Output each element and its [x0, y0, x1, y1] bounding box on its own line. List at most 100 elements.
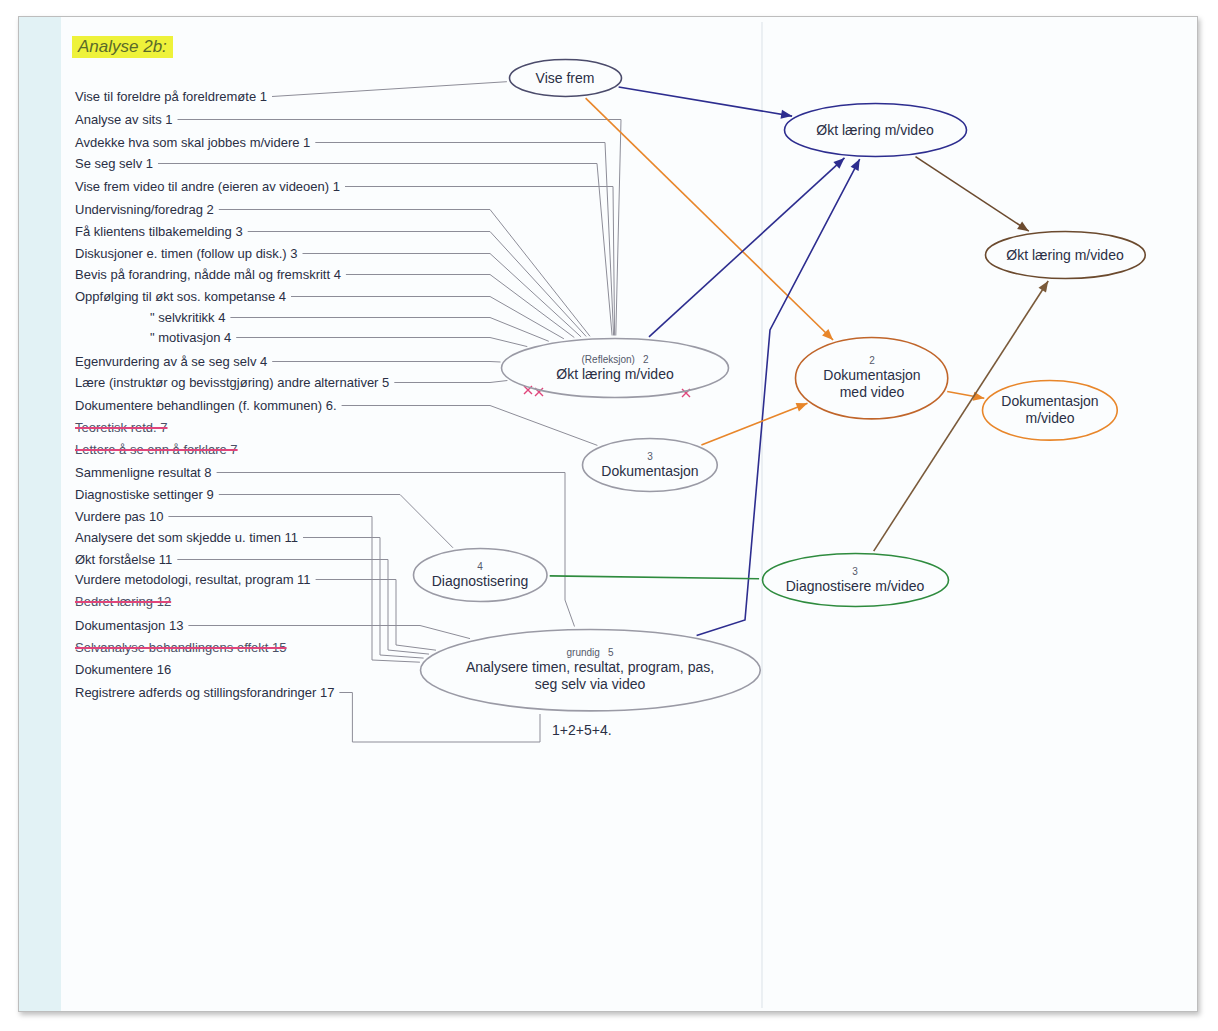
arrowhead [796, 403, 808, 411]
ellipse-node: 3Diagnostisere m/video [761, 552, 950, 608]
list-item: Diskusjoner e. timen (follow up disk.) 3 [75, 245, 298, 262]
struck-item: Teoretisk retd. 7 [75, 419, 168, 436]
connector [586, 98, 834, 340]
list-item: Egenvurdering av å se seg selv 4 [75, 353, 267, 370]
arrowhead [781, 110, 793, 119]
node-number: 2 [869, 355, 875, 366]
node-content: grundig5Analysere timen, resultat, progr… [459, 646, 721, 693]
list-item: Få klientens tilbakemelding 3 [75, 223, 243, 240]
leader-line [236, 338, 527, 347]
struck-item: Bedret læring 12 [75, 593, 171, 610]
node-number: 4 [477, 561, 483, 572]
page-title: Analyse 2b: [72, 36, 173, 58]
ellipse-node: grundig5Analysere timen, resultat, progr… [419, 628, 762, 712]
ellipse-shape [784, 104, 966, 157]
leader-line [272, 361, 500, 363]
connector [947, 392, 984, 401]
leader-line [248, 232, 587, 337]
ellipse-shape [413, 549, 547, 602]
leader-line [346, 275, 574, 338]
arrowhead [851, 159, 860, 171]
node-tags: grundig5 [459, 646, 721, 659]
node-label: Dokumentasjon med video [816, 367, 928, 401]
ellipse-shape [420, 629, 760, 710]
ellipse-node: 2Dokumentasjon med video [794, 336, 949, 420]
list-item: Vurdere metodologi, resultat, program 11 [75, 571, 311, 588]
connector-line [649, 158, 845, 337]
arrowhead [833, 158, 844, 169]
node-label: Dokumentasjon m/video [1001, 393, 1099, 427]
leader-line [303, 538, 424, 659]
node-note: (Refleksjon) [582, 354, 635, 365]
node-content: 3Diagnostisere m/video [785, 565, 925, 595]
connector [550, 576, 759, 579]
node-label: Vise frem [535, 70, 595, 87]
list-item: Vurdere pas 10 [75, 508, 163, 525]
list-item: Dokumentere 16 [75, 661, 171, 678]
ellipse-node: 4Diagnostisering [412, 547, 549, 603]
list-item: Oppfølging til økt sos. kompetanse 4 [75, 288, 286, 305]
node-label: Diagnostisering [431, 573, 529, 590]
node-note: grundig [567, 647, 600, 658]
ellipse-node: (Refleksjon) 2Økt læring m/video [500, 337, 730, 399]
list-item: Undervisning/foredrag 2 [75, 201, 214, 218]
arrowhead [822, 329, 833, 340]
node-content: 4Diagnostisering [431, 560, 529, 590]
connector [697, 159, 860, 635]
struck-item: Lettere å se enn å forklare 7 [75, 441, 238, 458]
list-item: Vise til foreldre på foreldremøte 1 [75, 88, 267, 105]
list-item: Analysere det som skjedde u. timen 11 [75, 529, 298, 546]
list-item: Dokumentasjon 13 [75, 617, 183, 634]
list-item: " motivasjon 4 [150, 329, 231, 346]
list-item: Sammenligne resultat 8 [75, 464, 212, 481]
leader-line [339, 693, 540, 743]
list-item: Vise frem video til andre (eieren av vid… [75, 178, 340, 195]
list-item: Analyse av sits 1 [75, 111, 173, 128]
leader-line [315, 143, 613, 336]
connector [619, 87, 793, 119]
list-item: Se seg selv 1 [75, 155, 153, 172]
leader-line [394, 381, 507, 383]
connector-line [619, 87, 793, 116]
node-label: Økt læring m/video [1006, 247, 1125, 264]
node-tags: 3 [601, 450, 700, 463]
leader-line [345, 187, 615, 336]
connector-line [701, 403, 807, 445]
ellipse-shape [762, 554, 948, 607]
leader-line [342, 406, 598, 446]
node-content: (Refleksjon) 2Økt læring m/video [556, 353, 675, 383]
ellipse-shape [502, 339, 729, 398]
list-item: Økt forståelse 11 [75, 551, 172, 568]
ellipse-shape [983, 380, 1118, 440]
arrowhead [1039, 281, 1049, 293]
list-item: Diagnostiske settinger 9 [75, 486, 214, 503]
connector-line [586, 98, 834, 340]
ellipse-node: Økt læring m/video [783, 102, 968, 158]
connector-line [550, 576, 759, 579]
list-item: Bevis på forandring, nådde mål og fremsk… [75, 266, 341, 283]
node-label: Økt læring m/video [556, 366, 675, 383]
node-tags: 4 [431, 560, 529, 573]
connector [701, 403, 807, 445]
page-rule [761, 22, 762, 1008]
connector-line [916, 157, 1029, 232]
node-number: 3 [647, 451, 653, 462]
connector-line [697, 159, 860, 635]
node-content: 3Dokumentasjon [601, 450, 700, 480]
struck-item: Selvanalyse behandlingens effekt 15 [75, 639, 287, 656]
leader-line [272, 82, 507, 97]
ellipse-node: Dokumentasjon m/video [981, 379, 1119, 442]
node-tags: (Refleksjon) 2 [556, 353, 675, 366]
node-number: 2 [643, 354, 649, 365]
list-item: Avdekke hva som skal jobbes m/videre 1 [75, 134, 310, 151]
node-content: Vise frem [535, 70, 595, 87]
ellipse-shape [509, 60, 621, 97]
node-label: Analysere timen, resultat, program, pas,… [459, 659, 721, 693]
ellipse-shape [583, 439, 718, 492]
node-label: Økt læring m/video [816, 122, 935, 139]
node-tags: 3 [785, 565, 925, 578]
node-tags: 2 [816, 354, 928, 367]
leader-line [316, 580, 436, 651]
